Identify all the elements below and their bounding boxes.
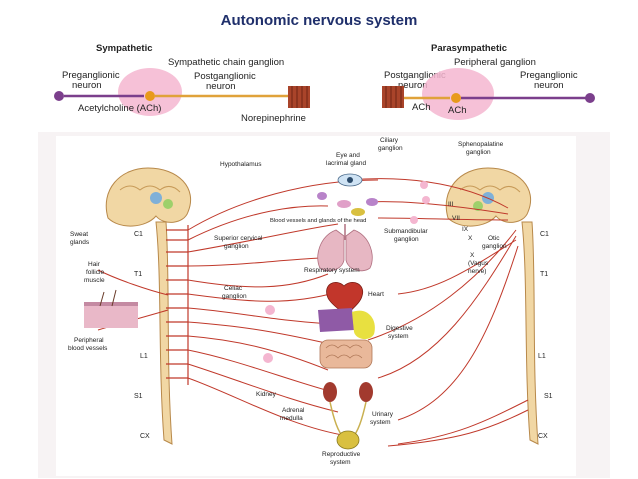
cx-right-label: CX (538, 433, 548, 440)
heart-label: Heart (368, 291, 384, 298)
sweat-glands-label-2: glands (70, 239, 90, 246)
right-brain-illustration (445, 167, 532, 227)
digestive-label-1: Digestive (386, 325, 413, 332)
para-pre-neuron-body (585, 93, 595, 103)
cranial-nerve-vii-label: VII (452, 215, 460, 222)
sphenopalatine-label-2: ganglion (466, 149, 491, 156)
sym-postganglionic-label-1: Postganglionic (194, 71, 256, 82)
submandibular-label-1: Submandibular (384, 228, 429, 235)
hair-follicle-label-2: follicle (86, 269, 104, 276)
sym-post-neuron-body (145, 91, 155, 101)
sym-postganglionic-label-2: neuron (206, 81, 236, 92)
sympathetic-chain-ganglion-label: Sympathetic chain ganglion (168, 57, 284, 68)
urinary-label-1: Urinary (372, 411, 394, 418)
superior-cervical-label-1: Superior cervical (214, 235, 263, 242)
para-ach-right-label: ACh (448, 105, 466, 116)
otic-ganglion-label-1: Otic (488, 235, 500, 242)
acetylcholine-label: Acetylcholine (ACh) (78, 103, 161, 114)
vagus-label-1: X (470, 252, 475, 259)
para-postganglionic-label-2: neuron (398, 80, 428, 91)
skin-sweat-gland-illustration (84, 289, 138, 328)
s1-left-label: S1 (134, 393, 143, 400)
reproductive-label-2: system (330, 459, 351, 466)
para-preganglionic-label-1: Preganglionic (520, 70, 578, 81)
sym-pre-neuron-body (54, 91, 64, 101)
parasympathetic-header: Parasympathetic (431, 43, 507, 54)
eye-lacrimal-label-2: lacrimal gland (326, 160, 366, 167)
respiratory-label: Respiratory system (304, 267, 360, 274)
vagus-label-3: nerve) (468, 268, 486, 275)
c1-left-label: C1 (134, 231, 143, 238)
sym-preganglionic-label-1: Preganglionic (62, 70, 120, 81)
right-spinal-cord (521, 221, 539, 445)
c1-right-label: C1 (540, 231, 549, 238)
page-title: Autonomic nervous system (220, 12, 418, 29)
cx-left-label: CX (140, 433, 150, 440)
para-post-neuron-body (451, 93, 461, 103)
norepinephrine-label: Norepinephrine (241, 113, 306, 124)
s1-right-label: S1 (544, 393, 553, 400)
peripheral-ganglion-label: Peripheral ganglion (454, 57, 536, 68)
hair-follicle-label-1: Hair (88, 261, 101, 268)
sym-effector-muscle (288, 86, 310, 108)
ganglia-markers (263, 181, 430, 363)
eye-lacrimal-label-1: Eye and (336, 152, 360, 159)
autonomic-diagram: Sympathetic Sympathetic chain ganglion P… (38, 40, 610, 476)
submandibular-label-2: ganglion (394, 236, 419, 243)
lungs-illustration (317, 224, 373, 272)
sweat-glands-label-1: Sweat (70, 231, 88, 238)
peripheral-bv-label-2: blood vessels (68, 345, 108, 352)
sympathetic-header: Sympathetic (96, 43, 153, 54)
adrenal-label-1: Adrenal (282, 407, 305, 414)
hair-follicle-label-3: muscle (84, 277, 105, 284)
celiac-ganglion-label-1: Celiac (224, 285, 243, 292)
superior-cervical-label-2: ganglion (224, 243, 249, 250)
vagus-label-2: (Vagus (468, 260, 489, 267)
urinary-label-2: system (370, 419, 391, 426)
sphenopalatine-label-1: Sphenopalatine (458, 141, 504, 148)
para-postganglionic-label-1: Postganglionic (384, 70, 446, 81)
eye-illustration (337, 173, 363, 187)
left-spinal-cord (155, 221, 173, 445)
head-glands-illustration (317, 192, 378, 216)
cranial-nerve-x-label: X (468, 235, 473, 242)
cranial-nerve-iii-label: III (448, 201, 454, 208)
l1-left-label: L1 (140, 353, 148, 360)
hypothalamus-label: Hypothalamus (220, 161, 262, 168)
digestive-illustration (318, 308, 375, 369)
para-effector-muscle (382, 86, 404, 108)
blood-vessels-head-label: Blood vessels and glands of the head (270, 218, 366, 224)
reproductive-label-1: Reproductive (322, 451, 361, 458)
adrenal-label-2: medulla (280, 415, 303, 422)
sym-preganglionic-label-2: neuron (72, 80, 102, 91)
parasympathetic-nerve-paths (347, 178, 529, 447)
reproductive-illustration (336, 430, 360, 450)
celiac-ganglion-label-2: ganglion (222, 293, 247, 300)
peripheral-bv-label-1: Peripheral (74, 337, 104, 344)
ciliary-ganglion-label-1: Ciliary (380, 137, 399, 144)
left-brain-illustration (105, 167, 192, 227)
t1-left-label: T1 (134, 271, 142, 278)
otic-ganglion-label-2: ganglion (482, 243, 507, 250)
t1-right-label: T1 (540, 271, 548, 278)
ciliary-ganglion-label-2: ganglion (378, 145, 403, 152)
para-preganglionic-label-2: neuron (534, 80, 564, 91)
digestive-label-2: system (388, 333, 409, 340)
kidney-label: Kidney (256, 391, 277, 398)
l1-right-label: L1 (538, 353, 546, 360)
para-ach-left-label: ACh (412, 102, 430, 113)
cranial-nerve-ix-label: IX (462, 226, 469, 233)
